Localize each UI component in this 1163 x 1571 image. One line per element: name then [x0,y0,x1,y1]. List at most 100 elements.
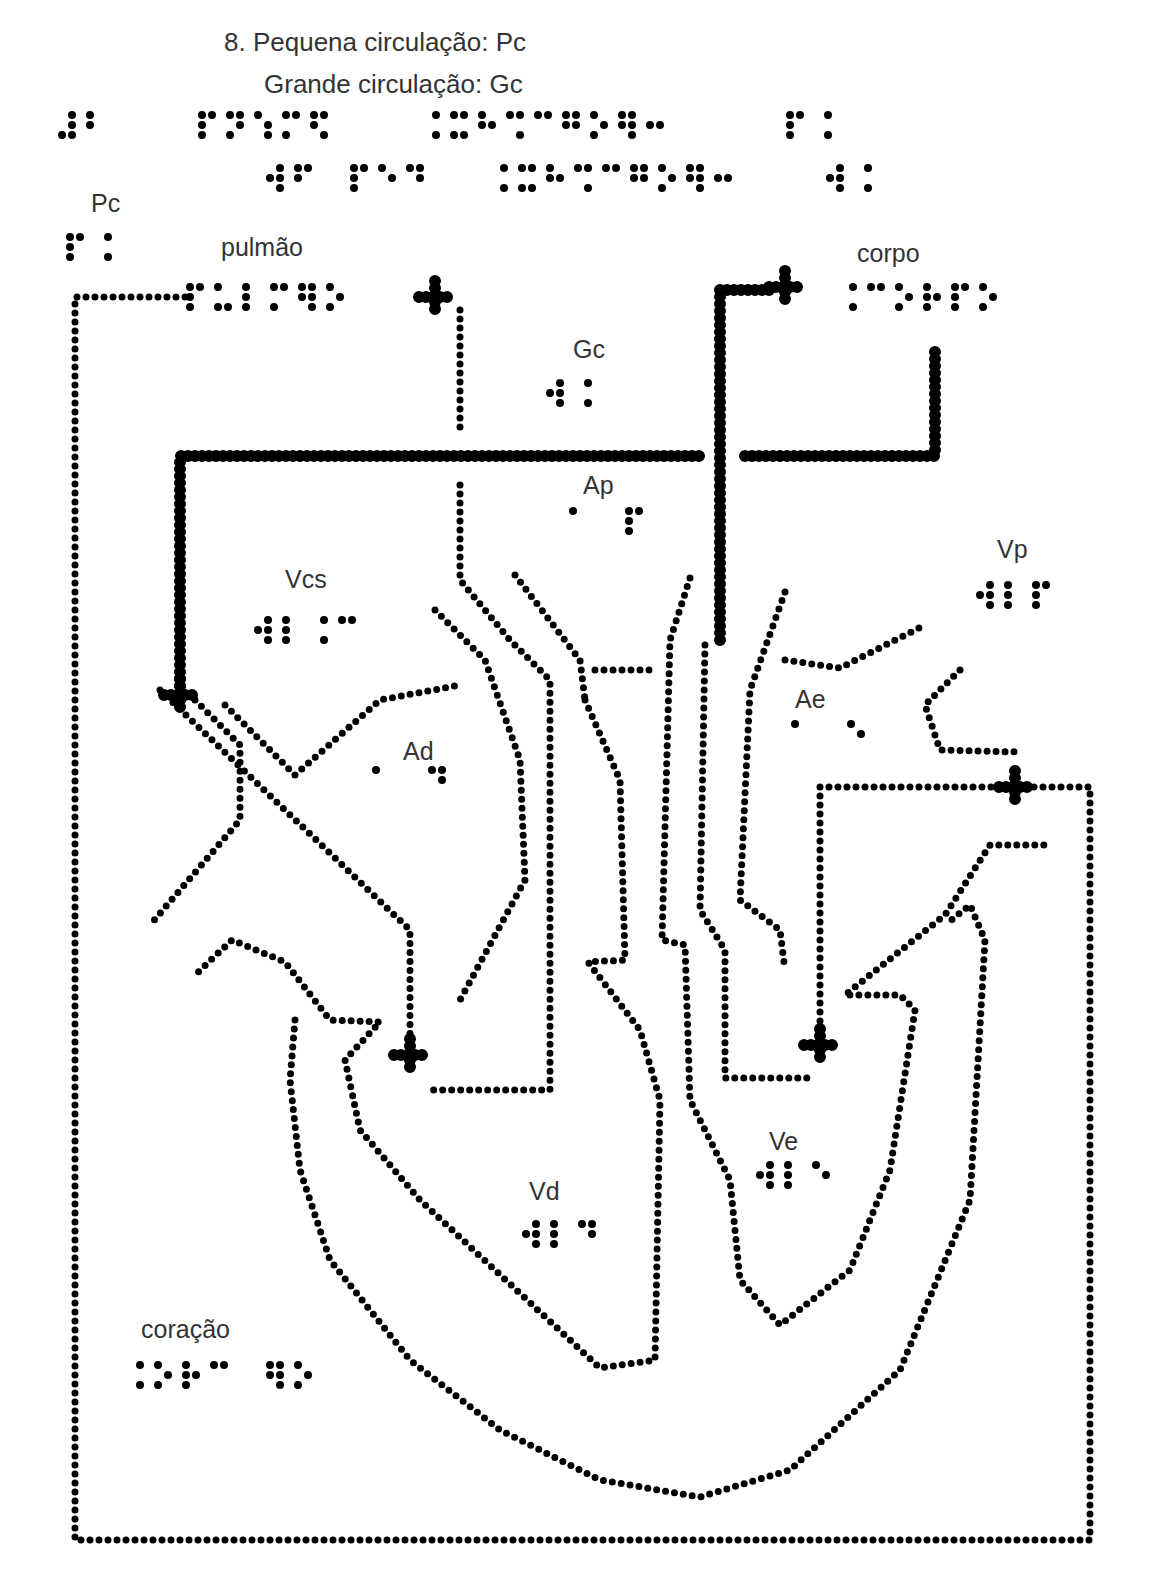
braille-dot [276,174,284,182]
outline-line [290,905,985,1497]
braille-dot [986,591,994,599]
braille-dot [556,174,564,182]
braille-dot [308,283,316,291]
braille-dot [104,253,112,261]
braille-dot [864,184,872,192]
braille-dot [714,174,722,182]
braille-dot [198,131,206,139]
outline-line [457,310,464,430]
braille-dot [1032,601,1040,609]
braille-dot [618,121,626,129]
braille-dot [618,111,626,119]
braille-dot [656,121,664,129]
braille-dot [58,131,66,139]
braille-dot [242,303,250,311]
braille-dot [905,293,913,301]
braille-dot [766,1181,774,1189]
braille-dot [438,766,446,774]
braille-dot [66,243,74,251]
braille-dot [282,131,290,139]
part-label: pulmão [218,232,306,262]
braille-dot [847,720,855,728]
braille-dot [294,1381,302,1389]
braille-dot [226,131,234,139]
braille-dot [68,111,76,119]
braille-dot [569,507,577,515]
braille-dot [544,111,552,119]
braille-dot [625,527,633,535]
braille-dot [196,283,204,291]
braille-dot [522,1230,530,1238]
braille-dot [534,111,542,119]
braille-dot [630,164,638,172]
braille-dot [658,184,666,192]
braille-dot [254,626,262,634]
braille-dot [294,174,302,182]
braille-dot [824,111,832,119]
braille-dot [320,131,328,139]
braille-dot [635,507,643,515]
braille-dot [849,283,857,291]
braille-dot [528,164,536,172]
braille-dot [584,399,592,407]
outline-line [195,700,660,1368]
vessel-line [174,679,186,711]
braille-dot [546,174,554,182]
braille-dot [574,164,582,172]
vessel-line [745,345,935,456]
braille-dot [460,111,468,119]
braille-dot [326,303,334,311]
braille-dot [450,131,458,139]
braille-dot [1004,591,1012,599]
braille-dot [214,283,222,291]
braille-dot [640,174,648,182]
outline-line [740,592,785,970]
outline-line [925,670,1020,752]
braille-dot [66,233,74,241]
braille-dot [182,1381,190,1389]
braille-dot [572,121,580,129]
braille-dot [308,293,316,301]
braille-dot [696,164,704,172]
braille-dot [532,1230,540,1238]
braille-dot [578,1220,586,1228]
braille-dot [298,293,306,301]
braille-dot [951,293,959,301]
braille-dot [786,111,794,119]
braille-dot [320,111,328,119]
part-label: Vcs [282,564,330,594]
outline-line [515,575,585,700]
braille-dot [550,1240,558,1248]
part-label: Vd [526,1176,563,1206]
braille-dot [164,1371,172,1379]
outline-line [435,610,525,1000]
braille-dot [590,111,598,119]
outline-line [425,485,550,1090]
braille-dot [266,1361,274,1369]
braille-dot [572,111,580,119]
braille-dot [264,121,272,129]
braille-dot [86,111,94,119]
braille-dot [226,111,234,119]
braille-dot [979,283,987,291]
braille-dot [310,111,318,119]
braille-dot [264,131,272,139]
braille-dot [625,507,633,515]
braille-dot [186,303,194,311]
braille-dot [276,1371,284,1379]
braille-dot [867,283,875,291]
braille-dot [348,616,356,624]
outline-line [785,625,925,668]
braille-dot [350,184,358,192]
braille-dot [276,1361,284,1369]
braille-dot [428,766,436,774]
braille-dot [478,111,486,119]
braille-dot [182,1361,190,1369]
braille-dot [584,164,592,172]
braille-dot [388,174,396,182]
braille-dot [766,1161,774,1169]
part-label: corpo [854,238,923,268]
braille-dot [320,636,328,644]
braille-dot [432,131,440,139]
braille-dot [532,1220,540,1228]
